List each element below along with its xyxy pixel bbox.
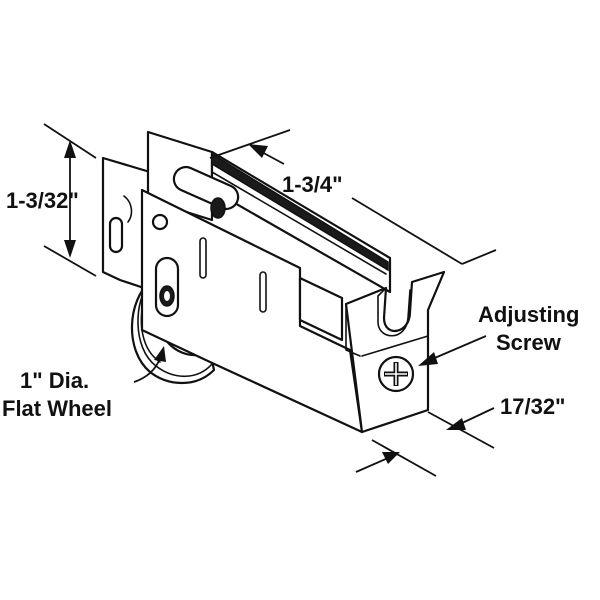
mounting-slot [108, 216, 124, 254]
adjusting-label-line2: Screw [496, 330, 562, 355]
adjustment-slot [172, 165, 240, 211]
top-flange [146, 130, 392, 294]
dimension-width [355, 407, 495, 477]
dimension-length [209, 129, 497, 265]
rib-2 [259, 271, 267, 313]
back-mounting-plate [101, 156, 152, 292]
housing-side [140, 188, 364, 434]
wheel-leader [133, 346, 166, 383]
adjusting-screw-leader [418, 335, 487, 366]
dimension-height [43, 123, 97, 277]
slot-rivet [210, 197, 226, 219]
adjusting-label-line1: Adjusting [478, 302, 579, 327]
wheel-label-line1: 1" Dia. [20, 368, 89, 393]
rib-1 [199, 237, 207, 279]
adjusting-screw [377, 355, 415, 393]
length-label: 1-3/4" [282, 172, 343, 197]
width-label: 17/32" [500, 394, 565, 419]
height-label: 1-3/32" [6, 188, 79, 213]
wheel-label-line2: Flat Wheel [2, 396, 112, 421]
rivet-hole [151, 213, 169, 231]
end-block [344, 270, 446, 434]
